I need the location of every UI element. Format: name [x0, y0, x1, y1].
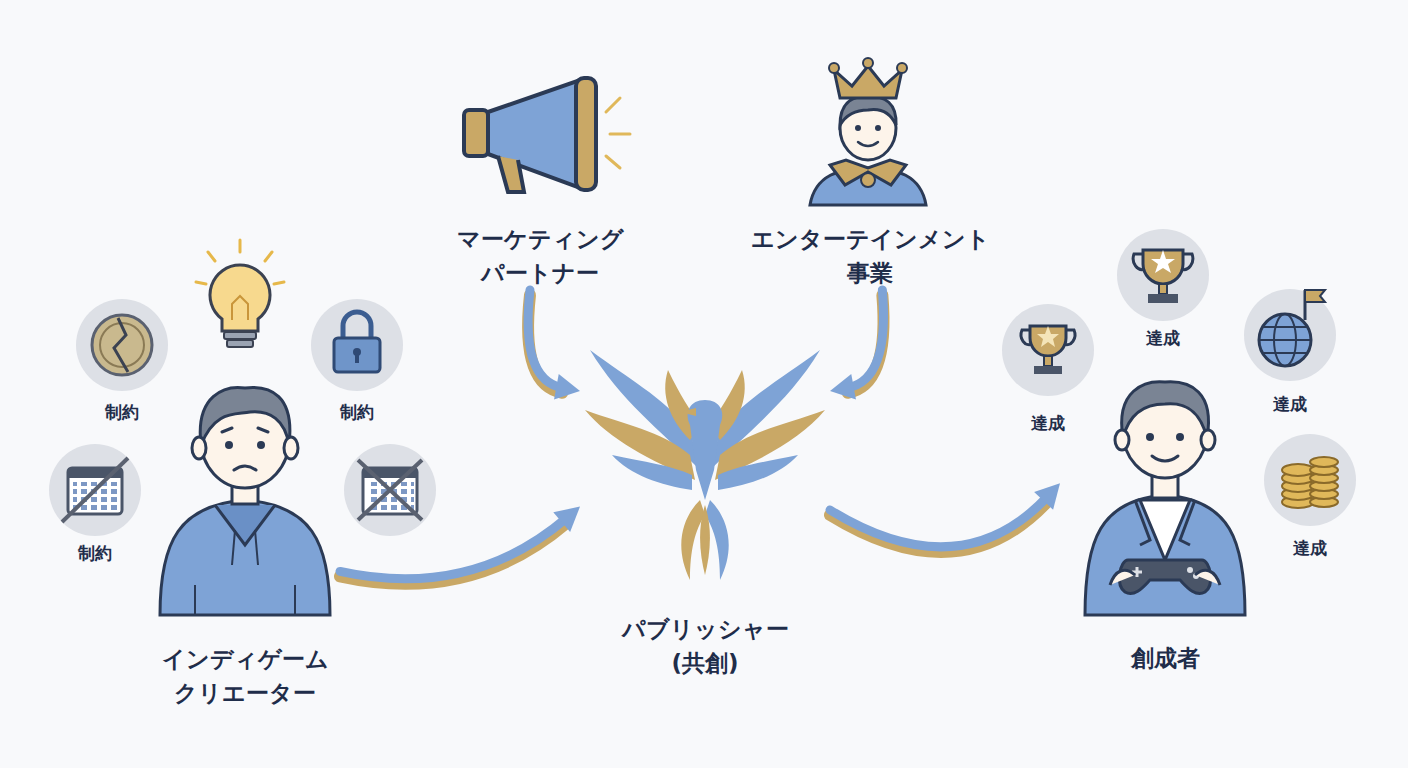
happy-founder — [1085, 382, 1245, 615]
arrow-band-blue — [528, 290, 562, 388]
status-label: 制約 — [78, 542, 112, 565]
arrow-band-blue — [340, 518, 566, 579]
figure-node: 創成者 — [1060, 380, 1270, 675]
figure-node: マーケティング パートナー — [440, 70, 640, 290]
status-label: 達成 — [1031, 412, 1065, 435]
node-label: エンターテインメント 事業 — [751, 223, 990, 290]
flow-arrow — [528, 290, 580, 399]
node-label: 創成者 — [1131, 642, 1200, 675]
figure-node: エンターテインメント 事業 — [747, 55, 994, 290]
constraint-icons — [49, 299, 436, 536]
status-label: 達成 — [1146, 327, 1180, 350]
arrow-head — [830, 374, 856, 400]
megaphone — [464, 78, 630, 192]
flow-arrow — [830, 483, 1060, 552]
node-label: インディゲーム クリエーター — [162, 643, 329, 710]
arrow-head — [553, 507, 580, 532]
status-label: 達成 — [1293, 537, 1327, 560]
arrow-band-blue — [830, 496, 1048, 546]
arrow-head — [1034, 483, 1060, 509]
phoenix-logo — [585, 350, 825, 580]
status-label: 制約 — [340, 401, 374, 424]
figure-node: インディゲーム クリエーター — [150, 380, 340, 710]
achievement-icons — [1002, 229, 1356, 526]
sad-creator — [160, 388, 330, 615]
node-label: パブリッシャー (共創) — [622, 613, 789, 680]
status-label: 制約 — [105, 401, 139, 424]
status-label: 達成 — [1273, 393, 1307, 416]
node-label: マーケティング パートナー — [457, 223, 624, 290]
flow-arrow — [830, 290, 884, 399]
flow-arrow — [340, 507, 580, 584]
arrow-head — [554, 374, 580, 400]
lightbulb — [196, 240, 284, 347]
arrow-band-blue — [848, 290, 884, 388]
figure-node: パブリッシャー (共創) — [580, 340, 830, 680]
crowned-figure — [810, 58, 926, 205]
